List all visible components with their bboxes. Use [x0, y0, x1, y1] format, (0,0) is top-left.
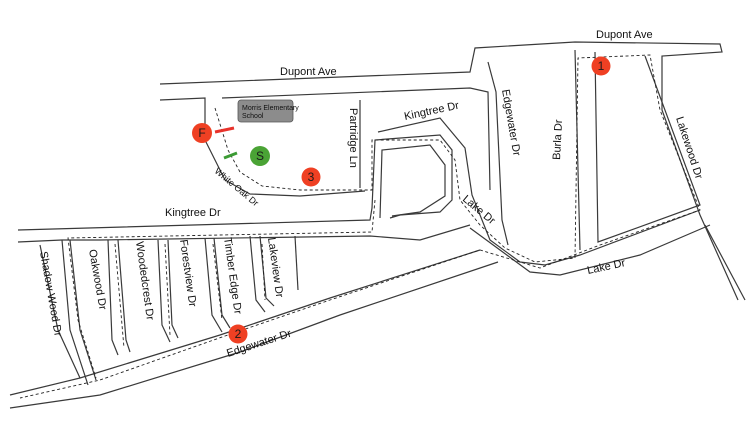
road-network	[9, 41, 746, 409]
finish-bar	[214, 126, 235, 134]
marker-start: S	[250, 146, 270, 166]
label-lakeview: Lakeview Dr	[265, 237, 285, 299]
svg-text:F: F	[198, 126, 205, 140]
label-kingtree-left: Kingtree Dr	[165, 207, 221, 219]
label-white-oak: White Oak Dr	[213, 166, 261, 208]
start-bar	[223, 151, 238, 160]
marker-stop-3: 3	[301, 167, 321, 187]
label-shadow-wood: Shadow Wood Dr	[37, 250, 64, 337]
label-partridge: Partridge Ln	[347, 108, 359, 168]
label-dupont-top: Dupont Ave	[596, 29, 653, 41]
label-lake-bottom: Lake Dr	[586, 257, 626, 277]
bus-route	[19, 54, 701, 399]
label-dupont-left: Dupont Ave	[280, 66, 337, 78]
label-oakwood: Oakwood Dr	[86, 248, 108, 311]
label-timber-edge: Timber Edge Dr	[221, 237, 244, 315]
svg-text:1: 1	[598, 59, 605, 73]
label-edgewater-vertical: Edgewater Dr	[499, 88, 523, 157]
marker-finish: F	[192, 123, 212, 143]
school-building: Morris Elementary School	[237, 99, 299, 123]
label-burla: Burla Dr	[551, 119, 565, 160]
label-lake-mid: Lake Dr	[460, 193, 497, 227]
svg-text:3: 3	[308, 170, 315, 184]
label-forestview: Forestview Dr	[177, 239, 198, 308]
school-name-line2: School	[242, 113, 264, 120]
label-woodedcrest: Woodedcrest Dr	[133, 241, 156, 322]
school-name-line1: Morris Elementary	[242, 105, 299, 112]
label-lakewood: Lakewood Dr	[673, 115, 705, 181]
svg-text:2: 2	[235, 327, 242, 341]
svg-text:S: S	[256, 149, 264, 163]
marker-stop-1: 1	[591, 56, 611, 76]
marker-stop-2: 2	[228, 324, 248, 344]
